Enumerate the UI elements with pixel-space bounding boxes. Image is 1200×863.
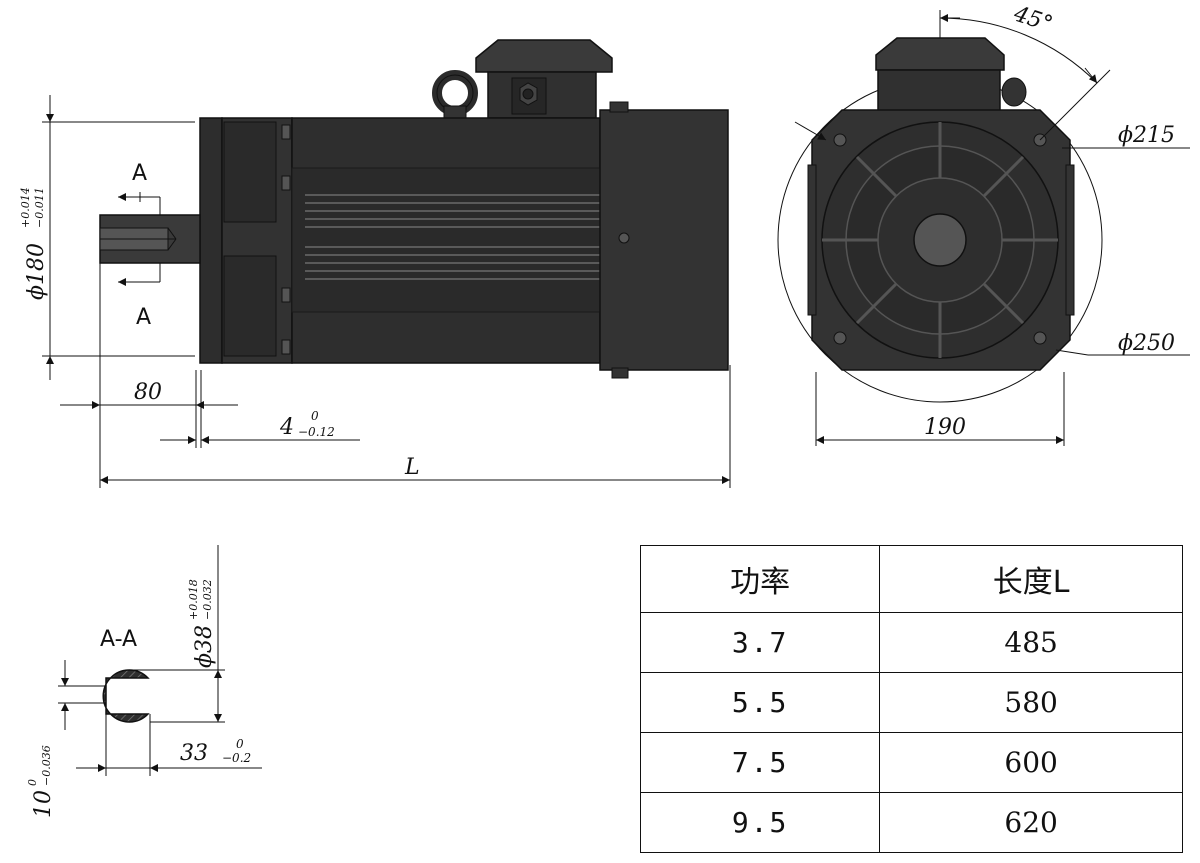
dim-diameter-180-tol-lower: −0.011 <box>33 187 46 228</box>
key-depth-label: 33 0 −0.2 <box>180 737 251 766</box>
diameter-180-label: ϕ180 +0.014 −0.011 <box>19 187 49 300</box>
front-view-dimensions <box>794 10 1190 446</box>
key-width-label: 10 0 −0.036 <box>26 745 56 818</box>
section-mark-top: A <box>132 161 147 186</box>
section-title: A-A <box>100 627 137 652</box>
dim-key-depth-tol-lower: −0.2 <box>222 751 251 765</box>
motor-side-view <box>99 39 729 379</box>
length-cell: 485 <box>879 612 1183 673</box>
motor-front-view <box>777 37 1103 403</box>
dim-flange: 4 <box>279 415 294 440</box>
table-row: 5.5 580 <box>639 672 1183 733</box>
dim-flange-tol-upper: 0 <box>311 409 319 423</box>
dim-flange-tol-lower: −0.12 <box>298 425 335 439</box>
dim-key-width-tol-lower: −0.036 <box>40 745 53 786</box>
dim-shaft-tol-lower: −0.032 <box>201 579 214 620</box>
power-cell: 5.5 <box>639 672 881 733</box>
dim-shaft-diameter: ϕ38 <box>192 625 217 668</box>
length-cell: 580 <box>879 672 1183 733</box>
header-power: 功率 <box>639 545 881 613</box>
power-cell: 9.5 <box>639 792 881 853</box>
dim-key-width-tol-upper: 0 <box>26 779 39 786</box>
dim-total-length: L <box>404 455 420 480</box>
spec-table-header: 功率 长度L <box>639 545 1183 613</box>
dim-key-depth: 33 <box>180 741 208 766</box>
dim-pcd-215: ϕ215 <box>1118 123 1175 148</box>
table-row: 3.7 485 <box>639 612 1183 673</box>
table-row: 9.5 620 <box>639 792 1183 853</box>
table-row: 7.5 600 <box>639 732 1183 793</box>
shaft-diameter-label: ϕ38 +0.018 −0.032 <box>187 579 217 668</box>
lifting-eye-icon <box>432 70 478 119</box>
power-cell: 7.5 <box>639 732 881 793</box>
section-dimensions <box>58 545 262 776</box>
dim-pcd-250: ϕ250 <box>1118 331 1175 356</box>
side-view-dimensions <box>42 95 731 488</box>
spec-table: 功率 长度L 3.7 485 5.5 580 7.5 600 9.5 620 <box>639 545 1183 853</box>
length-cell: 620 <box>879 792 1183 853</box>
shaft-section <box>102 669 150 723</box>
header-length: 长度L <box>879 545 1183 613</box>
dim-shaft-tol-upper: +0.018 <box>187 579 200 620</box>
power-cell: 3.7 <box>639 612 881 673</box>
section-mark-bottom: A <box>136 305 151 330</box>
dim-key-depth-tol-upper: 0 <box>236 737 244 751</box>
dim-key-width: 10 <box>31 790 56 818</box>
dim-shaft-length: 80 <box>134 380 162 405</box>
dim-diameter-180: ϕ180 <box>24 243 49 300</box>
dim-diameter-180-tol-upper: +0.014 <box>19 187 32 228</box>
dim-width-190: 190 <box>924 415 966 440</box>
length-cell: 600 <box>879 732 1183 793</box>
flange-dimension-label: 4 0 −0.12 <box>279 409 335 440</box>
